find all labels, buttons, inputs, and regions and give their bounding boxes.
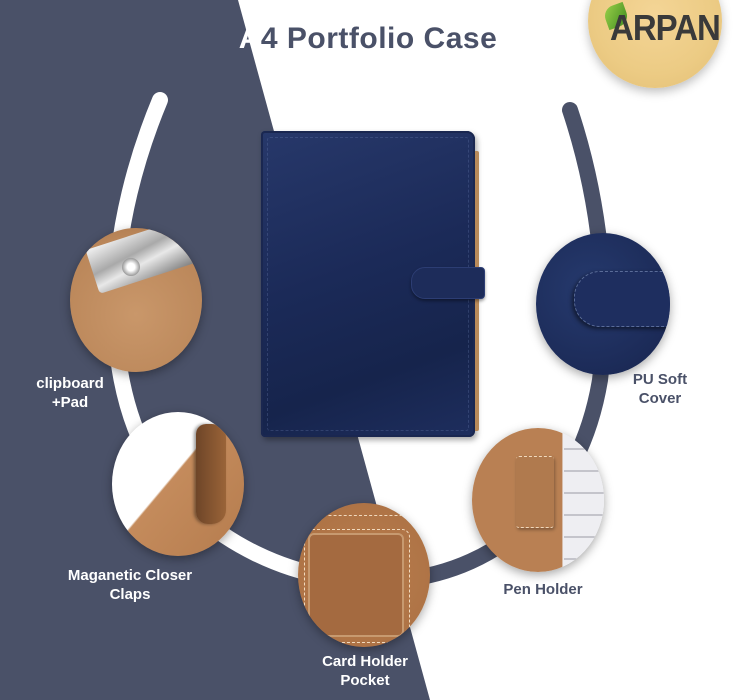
product-image-portfolio — [261, 131, 485, 437]
leather-strap — [574, 271, 670, 327]
card-stitching — [304, 529, 410, 643]
clip-rivet — [122, 258, 140, 276]
feature-label-clipboard: clipboard+Pad — [36, 375, 104, 411]
pen-loop — [516, 456, 554, 528]
feature-image-magnetic-closure — [112, 412, 244, 556]
brand-logo: ARPAN — [610, 7, 721, 48]
magnet-flap — [196, 424, 226, 524]
feature-image-card-holder — [298, 503, 430, 647]
feature-image-pu-cover — [536, 233, 670, 375]
feature-label-pen-holder: Pen Holder — [503, 581, 583, 598]
stitch-line — [298, 515, 428, 516]
clip-icon — [85, 228, 202, 294]
feature-image-pen-holder — [472, 428, 604, 572]
card-window — [308, 533, 404, 637]
magnetic-strap — [411, 267, 485, 299]
feature-image-clipboard — [70, 228, 202, 372]
notepad-lines — [564, 428, 604, 572]
page-title: A4 Portfolio Case — [238, 22, 498, 55]
